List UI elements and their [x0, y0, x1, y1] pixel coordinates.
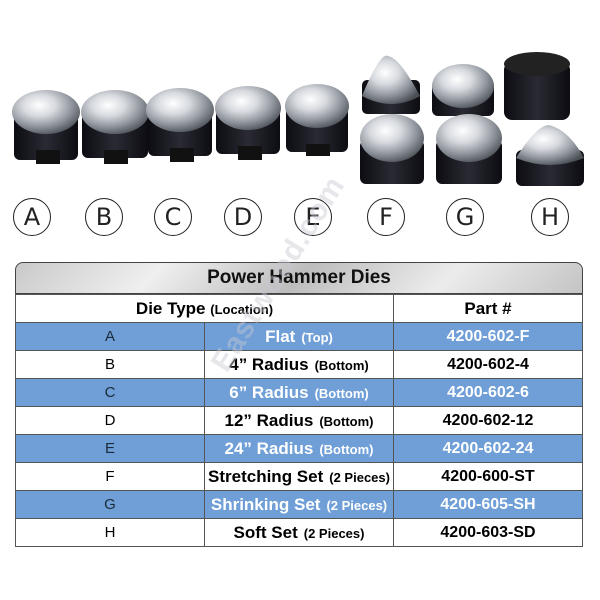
die-note: (2 Pieces) — [326, 497, 388, 513]
letter-circle-a: A — [13, 198, 51, 236]
row-letter: D — [15, 406, 205, 435]
row-letter: A — [15, 322, 205, 351]
die-note: (2 Pieces) — [329, 469, 390, 485]
row-die-type: 12” Radius (Bottom) — [204, 406, 394, 435]
row-part-number: 4200-602-6 — [393, 378, 583, 407]
table-row: E 24” Radius (Bottom) 4200-602-24 — [15, 434, 583, 463]
table-row: C 6” Radius (Bottom) 4200-602-6 — [15, 378, 583, 407]
letter-circle-h: H — [531, 198, 569, 236]
die-name: 12” Radius — [224, 410, 314, 430]
die-h — [504, 52, 584, 186]
die-name: Soft Set — [233, 522, 298, 542]
row-letter: H — [15, 518, 205, 547]
letter-circle-b: B — [85, 198, 123, 236]
row-part-number: 4200-602-F — [393, 322, 583, 351]
row-part-number: 4200-600-ST — [393, 462, 583, 491]
header-part-number: Part # — [393, 294, 583, 323]
row-letter: F — [15, 462, 205, 491]
die-note: (Top) — [301, 329, 333, 345]
row-die-type: Soft Set (2 Pieces) — [204, 518, 394, 547]
die-c — [146, 88, 214, 162]
row-letter: E — [15, 434, 205, 463]
die-note: (2 Pieces) — [303, 525, 365, 541]
letter-circle-e: E — [294, 198, 332, 236]
table-row: F Stretching Set (2 Pieces) 4200-600-ST — [15, 462, 583, 491]
die-letter-row: A B C D E F G H — [0, 195, 600, 240]
header-die-type: Die Type (Location) — [15, 294, 394, 323]
table-row: A Flat (Top) 4200-602-F — [15, 322, 583, 351]
die-name: 6” Radius — [229, 382, 309, 402]
die-name: Flat — [265, 326, 296, 346]
die-name: Stretching Set — [208, 466, 324, 486]
die-note: (Bottom) — [314, 385, 369, 401]
row-letter: B — [15, 350, 205, 379]
table-row: G Shrinking Set (2 Pieces) 4200-605-SH — [15, 490, 583, 519]
die-note: (Bottom) — [314, 357, 369, 373]
table-header-row: Die Type (Location) Part # — [15, 294, 583, 323]
row-part-number: 4200-603-SD — [393, 518, 583, 547]
die-a — [12, 90, 80, 164]
die-b — [81, 90, 149, 164]
row-letter: C — [15, 378, 205, 407]
die-f — [360, 55, 424, 184]
die-name: 4” Radius — [229, 354, 309, 374]
row-die-type: 6” Radius (Bottom) — [204, 378, 394, 407]
dies-table: Die Type (Location) Part # A Flat (Top) 4… — [15, 294, 583, 547]
letter-circle-g: G — [446, 198, 484, 236]
die-g — [432, 64, 502, 184]
table-row: D 12” Radius (Bottom) 4200-602-12 — [15, 406, 583, 435]
row-part-number: 4200-602-4 — [393, 350, 583, 379]
row-die-type: 4” Radius (Bottom) — [204, 350, 394, 379]
letter-circle-d: D — [224, 198, 262, 236]
die-name: Shrinking Set — [210, 494, 321, 514]
table-title: Power Hammer Dies — [15, 262, 583, 294]
row-die-type: Flat (Top) — [204, 322, 394, 351]
die-note: (Bottom) — [319, 441, 374, 457]
product-photo — [0, 0, 600, 195]
row-die-type: Shrinking Set (2 Pieces) — [204, 490, 394, 519]
dies-illustration — [12, 52, 584, 186]
table-row: B 4” Radius (Bottom) 4200-602-4 — [15, 350, 583, 379]
die-d — [215, 86, 281, 160]
power-hammer-dies-table: Power Hammer Dies Die Type (Location) Pa… — [15, 262, 583, 547]
die-note: (Bottom) — [319, 413, 374, 429]
die-name: 24” Radius — [224, 438, 314, 458]
table-row: H Soft Set (2 Pieces) 4200-603-SD — [15, 518, 583, 547]
row-part-number: 4200-602-12 — [393, 406, 583, 435]
letter-circle-f: F — [367, 198, 405, 236]
row-part-number: 4200-602-24 — [393, 434, 583, 463]
header-die-type-label: Die Type — [135, 298, 206, 318]
letter-circle-c: C — [154, 198, 192, 236]
row-part-number: 4200-605-SH — [393, 490, 583, 519]
die-e — [285, 84, 349, 156]
row-letter: G — [15, 490, 205, 519]
row-die-type: Stretching Set (2 Pieces) — [204, 462, 394, 491]
header-location-label: (Location) — [210, 301, 274, 317]
row-die-type: 24” Radius (Bottom) — [204, 434, 394, 463]
